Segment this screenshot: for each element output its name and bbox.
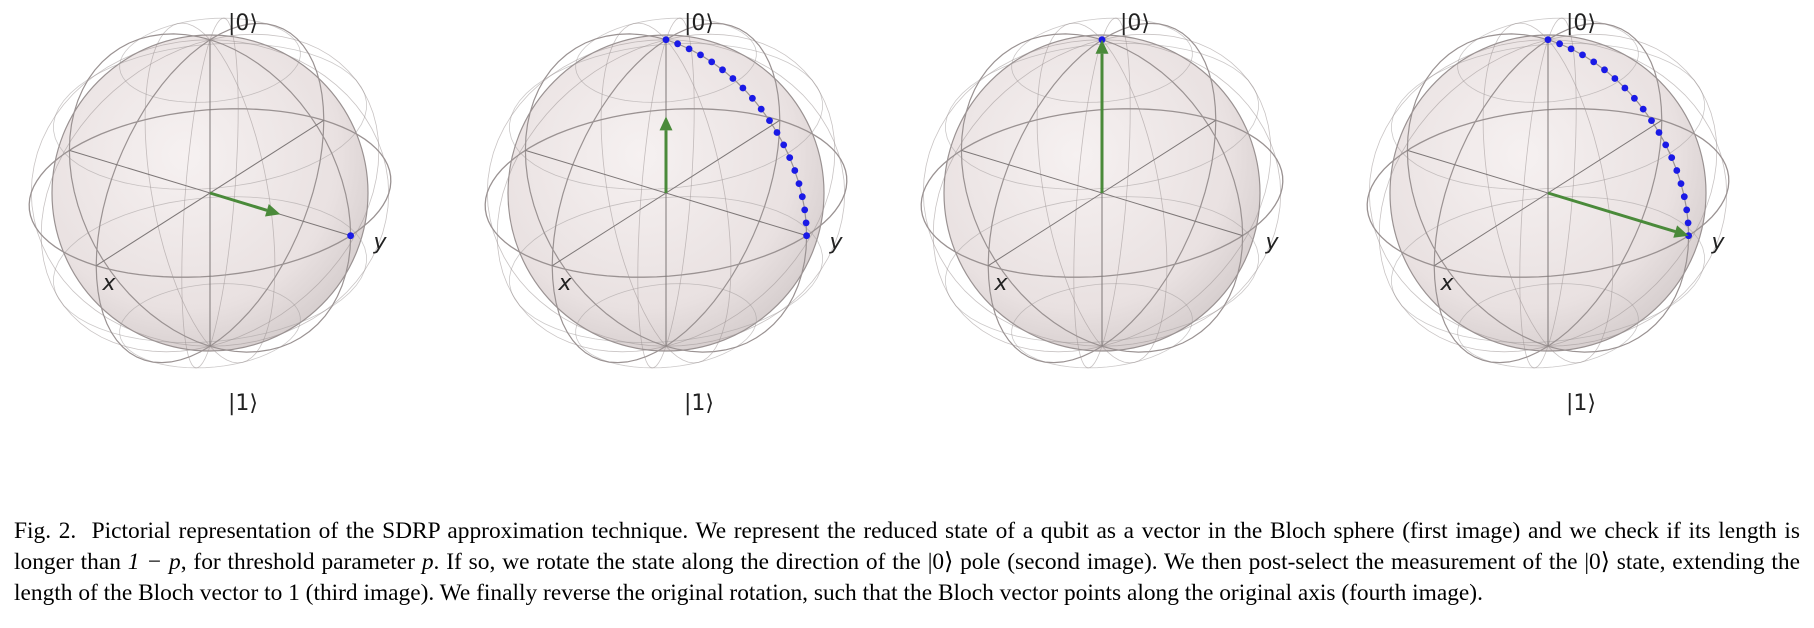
bloch-sphere-4: |0⟩ |1⟩ x y xyxy=(1366,11,1730,416)
trajectory-dot xyxy=(739,84,747,92)
trajectory-dot xyxy=(803,232,810,240)
ket1-label: |1⟩ xyxy=(228,391,258,416)
bloch-vector xyxy=(1547,191,1676,234)
trajectory-dot xyxy=(674,40,681,48)
figure-row: |0⟩ |1⟩ x y |0⟩ |1⟩ x y |0⟩ x y |0⟩ |1⟩ … xyxy=(15,0,1807,440)
trajectory-dot xyxy=(1601,66,1608,74)
ket1-label: |1⟩ xyxy=(1566,391,1596,416)
math-expression: 1 − p xyxy=(127,549,181,576)
caption-text: state, extending the length of the Bloch… xyxy=(14,549,1800,607)
caption-text: . If so, we rotate the state along the d… xyxy=(433,549,921,576)
bloch-vector xyxy=(209,191,268,212)
caption-text: , for threshold parameter xyxy=(180,549,415,576)
trajectory-dot xyxy=(1648,117,1655,124)
bloch-sphere-panel-3: |0⟩ x y xyxy=(907,0,1361,440)
trajectory-dot xyxy=(801,206,809,214)
bloch-sphere-3: |0⟩ x y xyxy=(920,11,1284,369)
ket0-label: |0⟩ xyxy=(1566,11,1596,36)
trajectory-dot xyxy=(757,105,765,113)
trajectory-dot xyxy=(1662,141,1670,149)
caption-text: pole (second image). We then post-select… xyxy=(960,549,1578,576)
bloch-vector-arrowhead xyxy=(265,204,281,217)
caption-text: Pictorial representation of the SDRP app… xyxy=(14,518,1800,576)
x-axis-label: x xyxy=(557,271,572,296)
ket-symbol: |0⟩ xyxy=(1584,549,1610,576)
ket0-label: |0⟩ xyxy=(228,11,258,36)
ket-symbol: |0⟩ xyxy=(927,549,954,576)
trajectory-dot xyxy=(729,75,737,82)
bloch-vector-arrowhead xyxy=(1673,225,1689,238)
ket0-label: |0⟩ xyxy=(1120,11,1150,36)
meridian-line xyxy=(496,33,836,353)
trajectory-dot xyxy=(1579,51,1586,59)
bloch-sphere-panel-4: |0⟩ |1⟩ x y xyxy=(1353,0,1807,440)
bloch-vector-arrowhead xyxy=(1095,39,1109,54)
trajectory-dot xyxy=(1677,180,1685,188)
trajectory-dot xyxy=(749,94,756,102)
trajectory-dot xyxy=(1098,36,1106,44)
meridian-line xyxy=(40,33,380,353)
x-axis-label: x xyxy=(1439,271,1454,296)
y-axis-label: y xyxy=(828,230,843,255)
bloch-sphere-panel-1: |0⟩ |1⟩ x y xyxy=(15,0,469,440)
trajectory-dot xyxy=(1611,75,1619,82)
trajectory-dot xyxy=(1680,193,1688,201)
trajectory-dot xyxy=(780,141,788,149)
trajectory-dot xyxy=(1685,232,1692,240)
x-axis-label: x xyxy=(993,271,1008,296)
trajectory-dot xyxy=(798,193,806,201)
trajectory-dot xyxy=(685,45,693,53)
bloch-sphere-2: |0⟩ |1⟩ x y xyxy=(484,11,848,416)
trajectory-dot xyxy=(1621,84,1629,92)
trajectory-dot xyxy=(1683,206,1691,214)
bloch-sphere-panel-2: |0⟩ |1⟩ x y xyxy=(471,0,925,440)
trajectory-dot xyxy=(1544,36,1552,44)
y-axis-label: y xyxy=(1710,230,1725,255)
trajectory-dot xyxy=(719,66,726,74)
trajectory-dot xyxy=(1567,45,1575,53)
ket1-label: |1⟩ xyxy=(684,391,714,416)
trajectory-dot xyxy=(662,36,670,44)
math-variable: p xyxy=(421,549,434,576)
trajectory-dot xyxy=(795,180,803,188)
x-axis-label: x xyxy=(101,271,116,296)
trajectory-dot xyxy=(773,129,781,136)
ket0-label: |0⟩ xyxy=(684,11,714,36)
trajectory-dot xyxy=(1673,167,1681,174)
y-axis-label: y xyxy=(372,230,387,255)
bloch-vector-arrowhead xyxy=(659,116,673,131)
trajectory-dot xyxy=(786,154,794,162)
figure-number: Fig. 2. xyxy=(14,518,77,545)
trajectory-dot xyxy=(1556,40,1563,48)
trajectory-dot xyxy=(766,117,773,124)
y-axis-label: y xyxy=(1264,230,1279,255)
trajectory-dot xyxy=(791,167,799,174)
meridian-line xyxy=(932,33,1272,353)
trajectory-dot xyxy=(1655,129,1663,136)
trajectory-dot xyxy=(1684,219,1692,227)
trajectory-dot xyxy=(1631,94,1638,102)
trajectory-dot xyxy=(347,232,354,240)
trajectory-dot xyxy=(802,219,810,227)
trajectory-dot xyxy=(1668,154,1676,162)
trajectory-dot xyxy=(1639,105,1647,113)
meridian-line xyxy=(1378,33,1718,353)
figure-caption: Fig. 2. Pictorial representation of the … xyxy=(14,516,1800,609)
trajectory-dot xyxy=(708,58,716,66)
bloch-sphere-1: |0⟩ |1⟩ x y xyxy=(28,11,392,416)
trajectory-dot xyxy=(697,51,704,59)
trajectory-dot xyxy=(1590,58,1598,66)
